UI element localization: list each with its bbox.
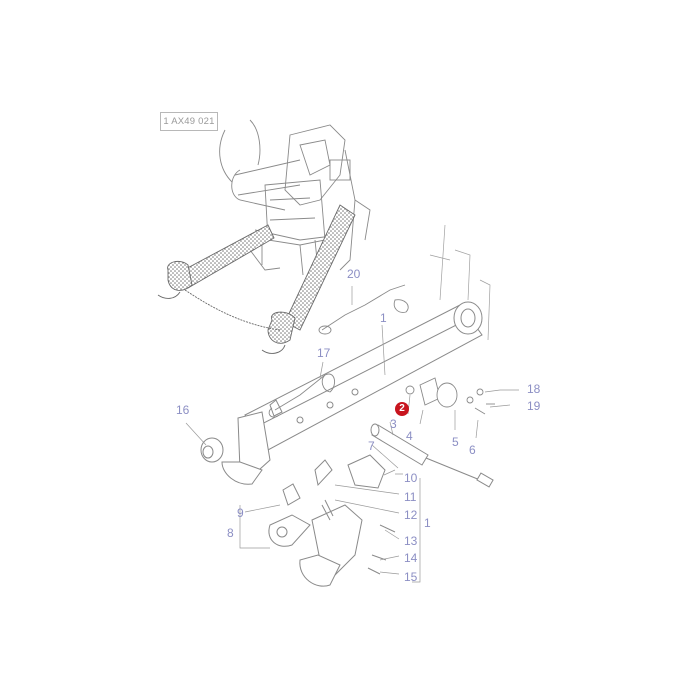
callout-13[interactable]: 13	[404, 534, 418, 548]
drawing-reference-code: 1 AX49 021	[160, 112, 218, 131]
part-7-sensing-pin	[370, 423, 494, 488]
hook-assembly	[268, 454, 396, 587]
bracket-hardware	[405, 377, 495, 415]
housing-outline	[429, 224, 491, 341]
callout-18[interactable]: 18	[527, 382, 541, 396]
part-16-bushing	[200, 437, 224, 463]
callout-7[interactable]: 7	[368, 439, 375, 453]
tractor-overview-illustration	[219, 119, 371, 276]
callout-8[interactable]: 8	[227, 526, 234, 540]
callout-4[interactable]: 4	[406, 429, 413, 443]
callout-1-group[interactable]: 1	[424, 516, 431, 530]
callout-12[interactable]: 12	[404, 508, 418, 522]
callout-3[interactable]: 3	[390, 417, 397, 431]
callout-9[interactable]: 9	[237, 506, 244, 520]
callout-5[interactable]: 5	[452, 435, 459, 449]
callout-17[interactable]: 17	[317, 346, 331, 360]
callout-11[interactable]: 11	[404, 490, 417, 504]
highlighted-part-badge[interactable]: 2	[395, 402, 409, 416]
lower-link-arm	[221, 301, 483, 485]
callout-19[interactable]: 19	[527, 399, 541, 413]
callout-10[interactable]: 10	[404, 471, 418, 485]
callout-6[interactable]: 6	[469, 443, 476, 457]
part-20-check-chain	[318, 284, 409, 335]
callout-14[interactable]: 14	[404, 551, 418, 565]
part-17-linch-pin	[268, 373, 336, 418]
callout-1[interactable]: 1	[380, 311, 387, 325]
leader-lines	[185, 286, 519, 583]
callout-16[interactable]: 16	[176, 403, 190, 417]
callout-15[interactable]: 15	[404, 570, 418, 584]
callout-20[interactable]: 20	[347, 267, 361, 281]
tractor-lower-arms	[157, 204, 356, 354]
